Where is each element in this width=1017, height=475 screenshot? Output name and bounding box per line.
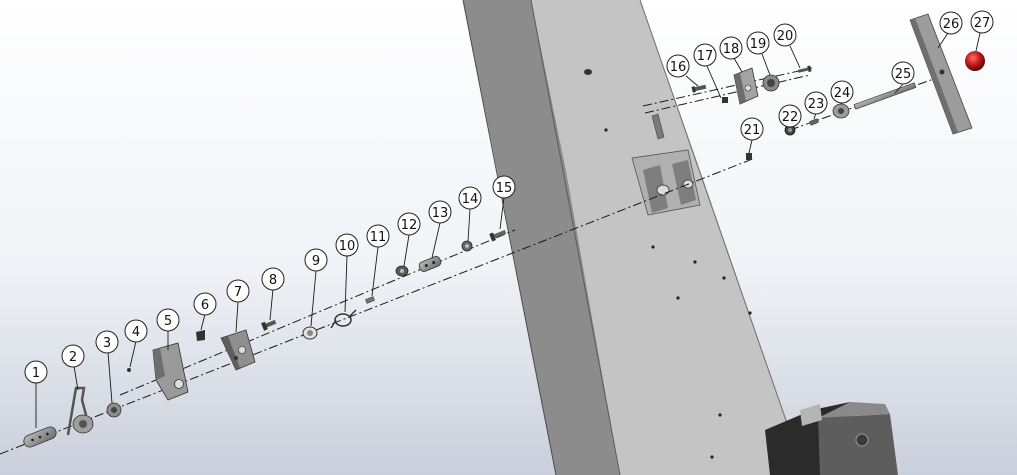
balloon-15: 15 (492, 175, 516, 199)
balloon-21: 21 (740, 117, 764, 141)
part-3 (106, 402, 122, 418)
balloon-25: 25 (891, 61, 915, 85)
balloon-label: 11 (370, 230, 387, 245)
balloon-22: 22 (778, 104, 802, 128)
balloon-20: 20 (773, 23, 797, 47)
balloon-label: 5 (164, 314, 172, 329)
balloon-label: 24 (834, 86, 851, 101)
part-13 (418, 256, 442, 272)
balloon-label: 9 (312, 254, 320, 269)
part-21 (746, 153, 752, 160)
balloon-label: 6 (201, 298, 209, 313)
part-10 (330, 309, 357, 329)
balloon-label: 13 (432, 206, 449, 221)
balloons: 1 2 3 4 5 6 7 8 9 10 11 12 13 14 15 16 1… (24, 10, 994, 384)
parts (23, 13, 985, 448)
center-axis-upper-2 (644, 74, 811, 114)
part-23 (809, 118, 819, 126)
part-12 (395, 265, 409, 277)
balloon-label: 2 (69, 350, 77, 365)
balloon-label: 20 (777, 29, 794, 44)
balloon-27: 27 (970, 10, 994, 34)
balloon-16: 16 (666, 54, 690, 78)
leader-lines (35, 32, 981, 428)
center-axis-lower (119, 229, 516, 396)
balloon-9: 9 (304, 248, 328, 272)
balloon-label: 10 (339, 239, 356, 254)
balloon-4: 4 (124, 319, 148, 343)
base-block (765, 402, 898, 475)
part-6 (196, 330, 205, 341)
balloon-label: 8 (269, 273, 277, 288)
balloon-14: 14 (458, 186, 482, 210)
balloon-label: 7 (234, 285, 242, 300)
balloon-label: 3 (103, 336, 111, 351)
part-9 (302, 326, 318, 340)
balloon-19: 19 (746, 31, 770, 55)
balloon-8: 8 (261, 267, 285, 291)
balloon-label: 21 (744, 123, 761, 138)
balloon-label: 1 (32, 366, 40, 381)
part-25 (853, 82, 917, 110)
main-beam (462, 0, 806, 475)
part-24 (832, 103, 850, 119)
balloon-17: 17 (693, 43, 717, 67)
balloon-label: 23 (808, 97, 825, 112)
part-27 (965, 51, 985, 71)
balloon-11: 11 (366, 224, 390, 248)
part-16 (691, 84, 707, 93)
center-axis-upper-3 (789, 74, 946, 131)
balloon-label: 27 (974, 16, 991, 31)
balloon-12: 12 (397, 212, 421, 236)
balloon-label: 14 (462, 192, 479, 207)
balloon-7: 7 (226, 279, 250, 303)
part-5 (152, 342, 189, 401)
center-axis-upper-1 (642, 67, 813, 107)
part-19 (762, 74, 780, 92)
balloon-label: 18 (723, 42, 740, 57)
balloon-5: 5 (156, 308, 180, 332)
part-15 (489, 229, 507, 242)
balloon-label: 4 (132, 325, 140, 340)
balloon-18: 18 (719, 36, 743, 60)
balloon-13: 13 (428, 200, 452, 224)
balloon-label: 22 (782, 110, 799, 125)
part-14 (461, 240, 473, 252)
balloon-23: 23 (804, 91, 828, 115)
balloon-26: 26 (939, 11, 963, 35)
balloon-label: 25 (895, 67, 912, 82)
part-26 (909, 13, 973, 135)
balloon-6: 6 (193, 292, 217, 316)
part-17 (722, 97, 728, 103)
part-18 (733, 67, 759, 105)
part-11 (365, 296, 375, 304)
part-2 (66, 386, 94, 436)
balloon-24: 24 (830, 80, 854, 104)
part-20 (797, 65, 812, 73)
balloon-3: 3 (95, 330, 119, 354)
center-axes (0, 67, 946, 455)
balloon-label: 19 (750, 37, 767, 52)
balloon-1: 1 (24, 360, 48, 384)
balloon-label: 16 (670, 60, 687, 75)
part-8 (261, 319, 277, 331)
part-1 (23, 426, 57, 448)
part-7 (220, 329, 256, 371)
balloon-label: 12 (401, 218, 418, 233)
balloon-10: 10 (335, 233, 359, 257)
balloon-label: 26 (943, 17, 960, 32)
part-4 (127, 368, 131, 372)
balloon-2: 2 (61, 344, 85, 368)
balloon-label: 15 (496, 181, 513, 196)
center-axis-main (0, 157, 756, 455)
balloon-label: 17 (697, 49, 714, 64)
